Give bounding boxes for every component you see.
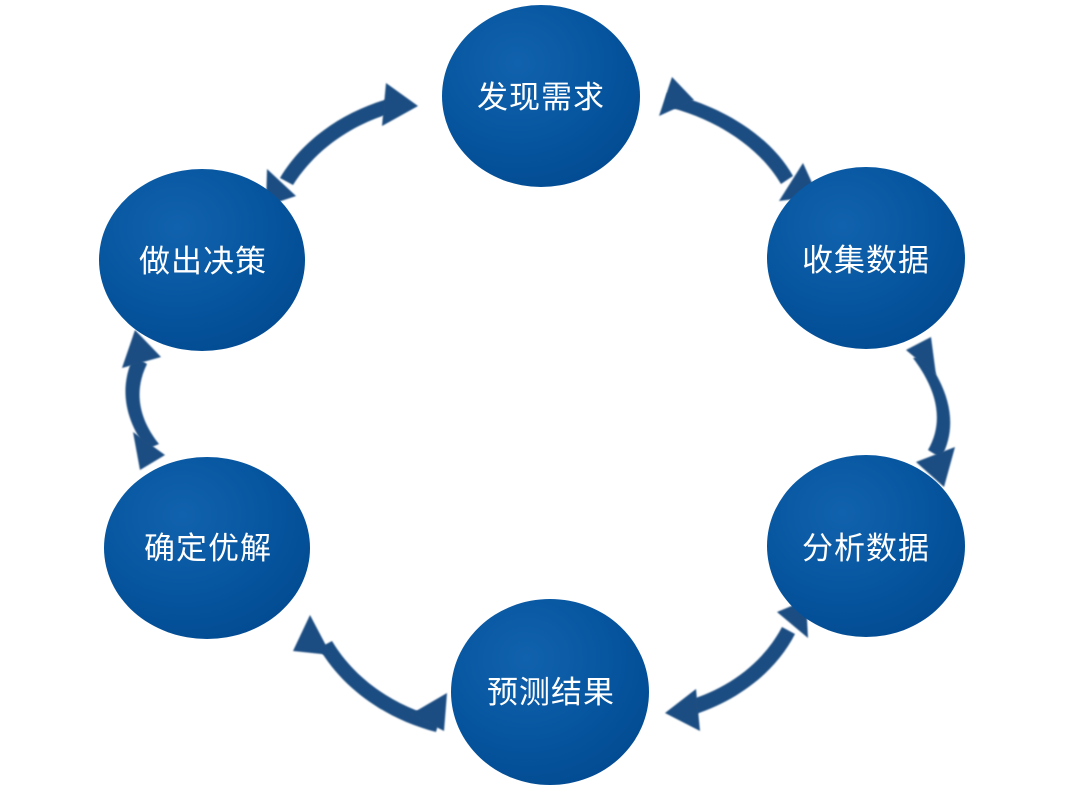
node-determine-optimal-solution[interactable] <box>104 457 310 639</box>
node-group <box>99 5 965 785</box>
arrow-collect-to-analyze <box>906 337 955 487</box>
arrow-determine-to-decision <box>122 330 165 470</box>
arrow-analyze-to-predict <box>665 600 808 731</box>
node-predict-results[interactable] <box>451 599 649 785</box>
connector-group <box>122 77 955 732</box>
arrow-predict-to-determine <box>293 615 447 732</box>
node-analyze-data[interactable] <box>767 455 965 637</box>
arrow-decision-to-discover <box>266 83 418 206</box>
arrow-discover-to-collect <box>659 77 818 201</box>
node-collect-data[interactable] <box>767 167 965 349</box>
node-discover-needs[interactable] <box>442 5 640 187</box>
node-make-decision[interactable] <box>99 169 305 351</box>
